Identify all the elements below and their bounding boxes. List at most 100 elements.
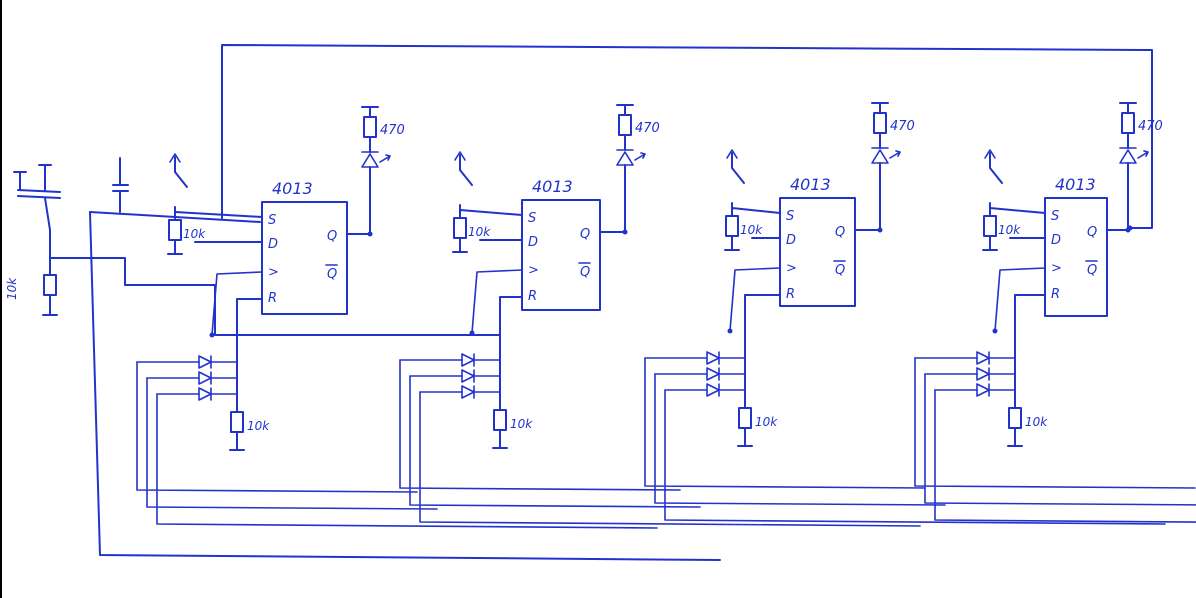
input-resistor [43, 274, 57, 296]
clock-wire [729, 267, 781, 332]
switch [174, 156, 188, 188]
vcc-bar [871, 102, 889, 114]
vcc-arrow-icon [726, 149, 738, 159]
junction-dot [469, 330, 475, 336]
led-light-arrow [634, 152, 646, 161]
led-resistor-label: 470 [890, 119, 915, 134]
pin-r-label: R [268, 291, 277, 306]
pullup-resistor-label: 10k [740, 223, 763, 237]
sd-input-wire [731, 207, 781, 239]
pin-clk-label: > [268, 265, 279, 280]
interconnect-bus [136, 361, 658, 529]
pin-s-label: S [1051, 209, 1059, 224]
vcc-arrow-icon [454, 151, 466, 161]
junction-dot [727, 328, 733, 334]
pullup-resistor-label: 10k [468, 225, 491, 239]
sd-input-wire [174, 211, 263, 243]
led-light-arrow [1137, 150, 1149, 159]
interconnect-bus [644, 357, 1166, 525]
diode-resistor-label: 10k [755, 415, 778, 429]
q-output-wire [599, 164, 626, 233]
pin-d-label: D [528, 235, 538, 250]
led [1119, 147, 1137, 164]
pin-clk-label: > [528, 263, 539, 278]
vcc-bar [361, 106, 379, 118]
switch [731, 152, 745, 184]
chip-4013 [521, 199, 601, 311]
switch [989, 152, 1003, 184]
led-light-arrow [889, 150, 901, 159]
input-section [13, 157, 721, 561]
diode [461, 385, 475, 399]
diode-resistor-label: 10k [510, 417, 533, 431]
interconnect-bus [399, 359, 921, 527]
led [361, 151, 379, 168]
pin-q-label: Q [327, 229, 337, 244]
diode [976, 367, 990, 381]
diode [461, 369, 475, 383]
pin-s-label: S [528, 211, 536, 226]
q-output-wire [1106, 162, 1129, 231]
pin-d-label: D [1051, 233, 1061, 248]
diode [976, 383, 990, 397]
diode [976, 351, 990, 365]
led-resistor-label: 470 [380, 123, 405, 138]
led [871, 147, 889, 164]
reset-wire [236, 298, 263, 413]
q-output-wire [346, 166, 371, 235]
chip-label: 4013 [532, 177, 573, 196]
interconnect-bus [914, 357, 1196, 523]
vcc-arrow-icon [984, 149, 996, 159]
input-resistor-label: 10k [5, 277, 19, 300]
pin-d-label: D [268, 237, 278, 252]
led-resistor [1121, 112, 1135, 134]
junction-dot [622, 229, 628, 235]
pin-d-label: D [786, 233, 796, 248]
diode [706, 367, 720, 381]
pin-s-label: S [786, 209, 794, 224]
feedback-bus [221, 44, 1153, 229]
chip-label: 4013 [1055, 175, 1096, 194]
pullup-resistor-label: 10k [183, 227, 206, 241]
sd-input-wire [989, 207, 1046, 239]
clock-wire [994, 267, 1046, 332]
junction-dot [209, 332, 215, 338]
junction-dot [992, 328, 998, 334]
pin-qbar-label: Q [1087, 263, 1097, 278]
clock-wire [211, 271, 263, 336]
diode [706, 383, 720, 397]
sd-input-wire [459, 209, 523, 241]
junction-dot [877, 227, 883, 233]
pin-clk-label: > [1051, 261, 1062, 276]
diode [198, 355, 212, 369]
chip-4013 [1044, 197, 1108, 317]
chip-label: 4013 [790, 175, 831, 194]
reset-wire [499, 296, 523, 411]
frame-edge [0, 0, 2, 598]
led-resistor [873, 112, 887, 134]
switch [459, 154, 473, 186]
diode-or-network [644, 351, 746, 397]
reset-wire [744, 294, 781, 409]
vcc-bar [1119, 102, 1137, 114]
diode-resistor [230, 411, 244, 433]
pin-s-label: S [268, 213, 276, 228]
junction-dot [367, 231, 373, 237]
diode-or-network [136, 355, 238, 401]
q-output-wire [854, 162, 881, 231]
diode-resistor-label: 10k [247, 419, 270, 433]
diode-resistor [493, 409, 507, 431]
pin-qbar-label: Q [327, 267, 337, 282]
led-resistor [363, 116, 377, 138]
diode [706, 351, 720, 365]
pullup-resistor [725, 215, 739, 237]
pin-qbar-label: Q [835, 263, 845, 278]
diode [198, 387, 212, 401]
vcc-bar [616, 104, 634, 116]
